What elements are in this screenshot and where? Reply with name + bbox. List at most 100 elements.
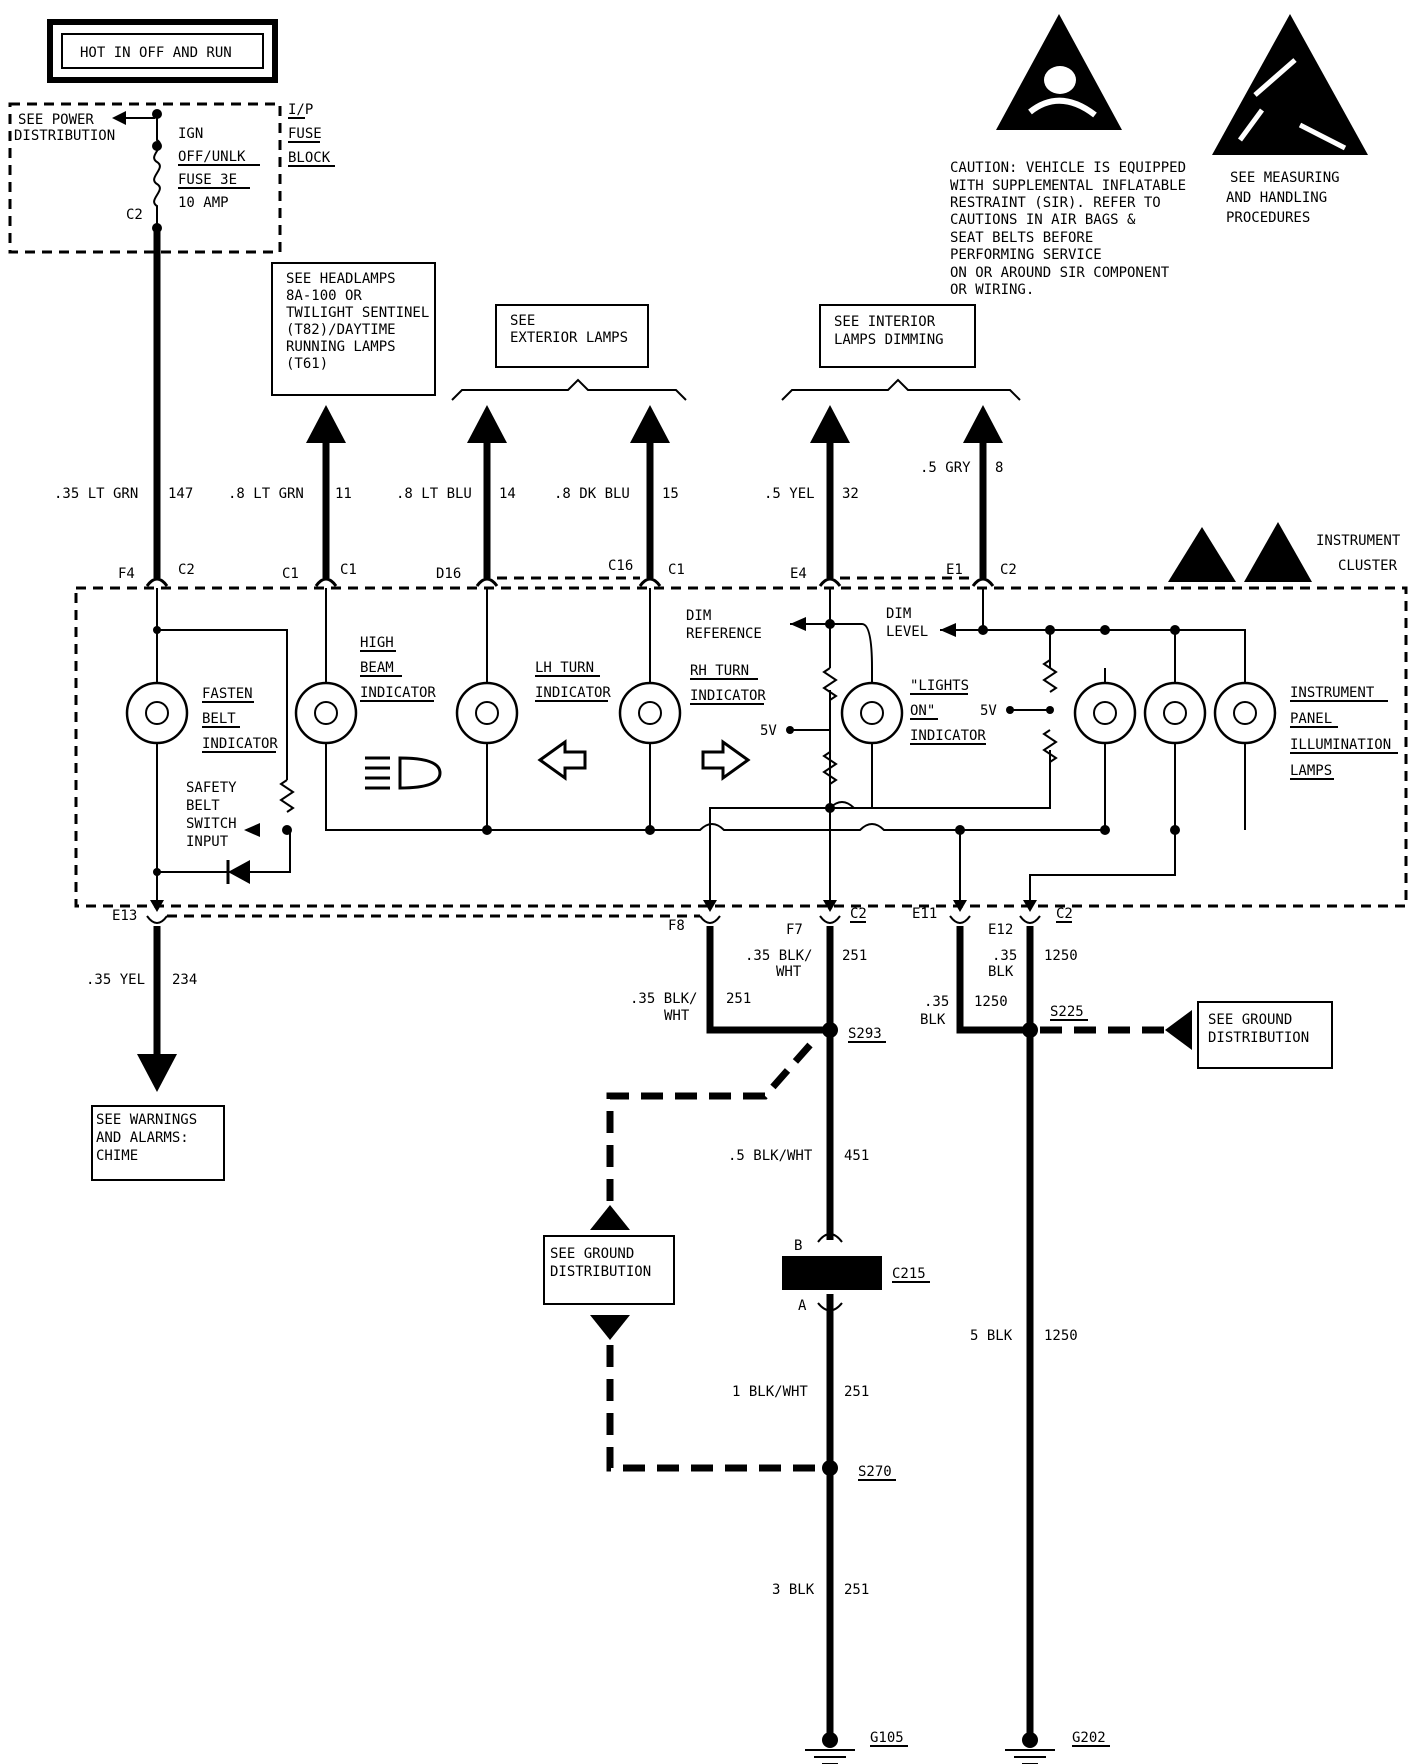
svg-text:BLK: BLK <box>988 964 1014 980</box>
svg-text:INDICATOR: INDICATOR <box>690 688 766 704</box>
svg-text:.8 LT GRN: .8 LT GRN <box>228 486 304 502</box>
svg-text:D16: D16 <box>436 566 461 582</box>
svg-text:.8 DK BLU: .8 DK BLU <box>554 486 630 502</box>
top-connector-pins <box>145 577 995 587</box>
svg-text:WITH SUPPLEMENTAL INFLATABLE: WITH SUPPLEMENTAL INFLATABLE <box>950 178 1186 194</box>
svg-text:C2: C2 <box>850 906 867 922</box>
dim-level-label: DIM LEVEL <box>886 606 928 640</box>
svg-text:32: 32 <box>842 486 859 502</box>
ground-g202-label: G202 <box>1072 1730 1106 1746</box>
wire-label-251a: 1 BLK/WHT 251 <box>732 1384 869 1400</box>
hot-label: HOT IN OFF AND RUN <box>80 45 232 61</box>
wire-label-f8-251: .35 BLK/ WHT 251 <box>630 991 751 1024</box>
svg-text:E4: E4 <box>790 566 807 582</box>
svg-text:234: 234 <box>172 972 197 988</box>
cluster-caution-icons <box>1168 522 1312 582</box>
svg-text:IGN: IGN <box>178 126 203 142</box>
svg-text:B: B <box>794 1238 802 1254</box>
svg-text:ON OR AROUND SIR COMPONENT: ON OR AROUND SIR COMPONENT <box>950 265 1170 281</box>
connector-c215: B A C215 <box>782 1233 930 1314</box>
left-arrow-icon <box>537 739 587 781</box>
fasten-belt-label: FASTEN BELT INDICATOR <box>202 686 278 753</box>
svg-text:SWITCH: SWITCH <box>186 816 237 832</box>
wire-label-15: .8 DK BLU 15 <box>554 486 679 502</box>
svg-text:E13: E13 <box>112 908 137 924</box>
arrow-up-icon <box>963 405 1003 443</box>
svg-text:RH TURN: RH TURN <box>690 663 749 679</box>
svg-text:E12: E12 <box>988 922 1013 938</box>
svg-text:C16: C16 <box>608 558 633 574</box>
svg-text:BLOCK: BLOCK <box>288 150 331 166</box>
see-power-distribution: SEE POWER DISTRIBUTION <box>14 112 115 144</box>
svg-text:8A-100 OR: 8A-100 OR <box>286 288 362 304</box>
wire-label-11: .8 LT GRN 11 <box>228 486 352 502</box>
svg-text:INDICATOR: INDICATOR <box>360 685 436 701</box>
svg-text:.35 BLK/: .35 BLK/ <box>745 948 812 964</box>
see-exterior-lamps-box: SEE EXTERIOR LAMPS <box>495 304 649 368</box>
fuse-connector-c2: C2 <box>126 207 143 223</box>
svg-text:SEE WARNINGS: SEE WARNINGS <box>96 1112 197 1128</box>
wire-label-147: .35 LT GRN 147 <box>54 486 193 502</box>
svg-text:INSTRUMENT: INSTRUMENT <box>1290 685 1375 701</box>
svg-text:RESTRAINT (SIR). REFER TO: RESTRAINT (SIR). REFER TO <box>950 195 1161 211</box>
exterior-brace <box>451 378 687 401</box>
splice-labels: S293 S225 S270 <box>848 1004 1088 1481</box>
svg-text:251: 251 <box>844 1384 869 1400</box>
svg-text:.8 LT BLU: .8 LT BLU <box>396 486 472 502</box>
svg-text:SAFETY: SAFETY <box>186 780 237 796</box>
svg-text:S225: S225 <box>1050 1004 1084 1020</box>
svg-text:F8: F8 <box>668 918 685 934</box>
svg-text:14: 14 <box>499 486 516 502</box>
bottom-connector-pins <box>146 900 1041 924</box>
arrow-up-icon <box>810 405 850 443</box>
wire-label-234: .35 YEL 234 <box>86 972 197 988</box>
svg-text:CLUSTER: CLUSTER <box>1338 558 1398 574</box>
ground-g105-icon <box>805 1732 855 1764</box>
high-beam-lamp-icon <box>294 681 358 745</box>
lights-on-label: "LIGHTS ON" INDICATOR <box>910 678 986 745</box>
bottom-pin-labels: E13 F8 F7 C2 E11 E12 C2 <box>112 906 1073 938</box>
svg-text:DIM: DIM <box>686 608 711 624</box>
fuse-labels: IGN OFF/UNLK FUSE 3E 10 AMP <box>178 126 260 211</box>
svg-text:LAMPS: LAMPS <box>1290 763 1332 779</box>
svg-text:F7: F7 <box>786 922 803 938</box>
svg-text:SEE GROUND: SEE GROUND <box>550 1246 634 1262</box>
panel-lamp-1-icon <box>1073 681 1137 745</box>
svg-text:.35: .35 <box>992 948 1017 964</box>
svg-text:1 BLK/WHT: 1 BLK/WHT <box>732 1384 808 1400</box>
svg-text:PERFORMING SERVICE: PERFORMING SERVICE <box>950 247 1102 263</box>
wire-label-1250: 5 BLK 1250 <box>970 1328 1078 1344</box>
svg-text:BLK: BLK <box>920 1012 946 1028</box>
svg-text:3 BLK: 3 BLK <box>772 1582 815 1598</box>
bottom-wires <box>137 926 1038 1740</box>
cluster-internal-wiring <box>153 588 1246 902</box>
svg-text:251: 251 <box>726 991 751 1007</box>
svg-text:PANEL: PANEL <box>1290 711 1332 727</box>
wire-label-e11-1250: .35 BLK 1250 <box>920 994 1008 1028</box>
high-beam-label: HIGH BEAM INDICATOR <box>360 635 436 702</box>
top-wires <box>153 228 1003 578</box>
svg-text:FUSE 3E: FUSE 3E <box>178 172 237 188</box>
svg-text:(T61): (T61) <box>286 356 328 372</box>
svg-text:C1: C1 <box>282 566 299 582</box>
svg-text:PROCEDURES: PROCEDURES <box>1226 210 1310 226</box>
svg-text:FUSE: FUSE <box>288 126 322 142</box>
svg-text:E1: E1 <box>946 562 963 578</box>
svg-text:LH TURN: LH TURN <box>535 660 594 676</box>
esd-caution-text: SEE MEASURING AND HANDLING PROCEDURES <box>1226 170 1340 226</box>
svg-text:.5 GRY: .5 GRY <box>920 460 971 476</box>
svg-text:(T82)/DAYTIME: (T82)/DAYTIME <box>286 322 396 338</box>
svg-text:INDICATOR: INDICATOR <box>535 685 611 701</box>
wire-label-e12-1250: .35 BLK 1250 <box>988 948 1078 980</box>
instrument-cluster-outline <box>74 586 1408 908</box>
lh-turn-label: LH TURN INDICATOR <box>535 660 611 702</box>
svg-text:DIM: DIM <box>886 606 911 622</box>
svg-text:C1: C1 <box>668 562 685 578</box>
svg-text:251: 251 <box>844 1582 869 1598</box>
arrow-up-icon <box>467 405 507 443</box>
svg-text:BEAM: BEAM <box>360 660 394 676</box>
svg-text:AND HANDLING: AND HANDLING <box>1226 190 1327 206</box>
svg-text:EXTERIOR LAMPS: EXTERIOR LAMPS <box>510 330 628 346</box>
svg-text:INDICATOR: INDICATOR <box>910 728 986 744</box>
svg-text:.35 BLK/: .35 BLK/ <box>630 991 697 1007</box>
